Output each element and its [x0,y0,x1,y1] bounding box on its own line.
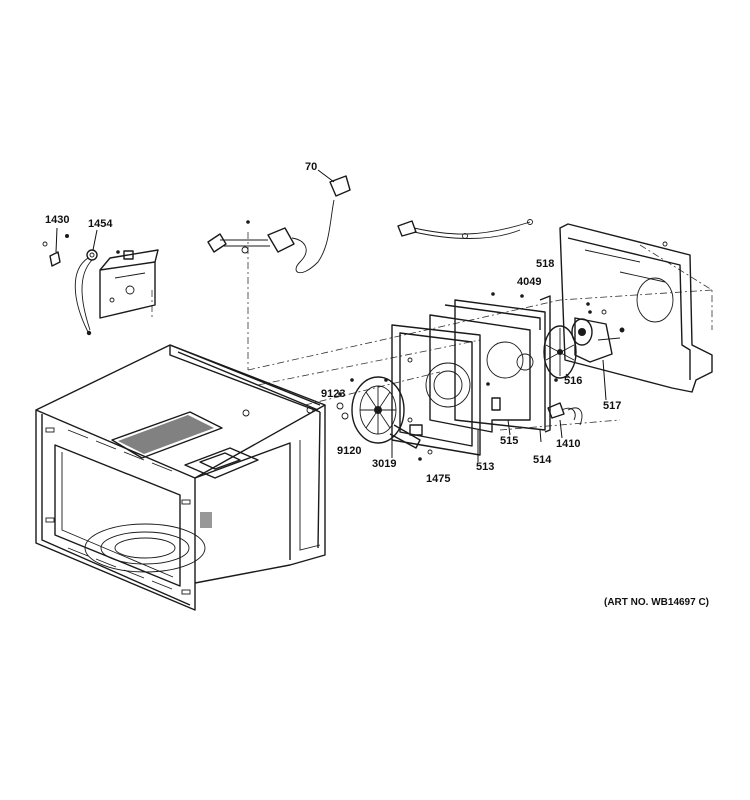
wire-harness [207,169,351,273]
screws [65,234,624,461]
panel-514 [454,292,551,443]
part-label-513: 513 [476,461,495,473]
heater-element [336,376,433,458]
part-label-70: 70 [305,161,318,173]
panel-515 [429,304,541,436]
part-label-515: 515 [500,435,519,447]
part-label-518: 518 [536,258,555,270]
alignment-lines [151,232,713,431]
bracket-assembly [42,227,159,336]
part-label-1475: 1475 [426,473,451,485]
part-label-1454: 1454 [88,218,113,230]
panel-513 [391,324,481,462]
thermostat [547,402,583,439]
part-label-1430: 1430 [45,214,70,226]
art-number: (ART NO. WB14697 C) [604,597,710,608]
wire-lead [397,219,533,239]
oven-cavity [35,344,326,611]
part-label-1410: 1410 [556,438,581,450]
fan-assembly [543,309,625,379]
outer-housing [559,223,713,401]
part-label-517: 517 [603,400,622,412]
part-label-516: 516 [564,375,583,387]
part-label-9123: 9123 [321,388,346,400]
part-label-4049: 4049 [517,276,542,288]
part-label-514: 514 [533,454,552,466]
part-label-3019: 3019 [372,458,397,470]
part-label-9120: 9120 [337,445,362,457]
